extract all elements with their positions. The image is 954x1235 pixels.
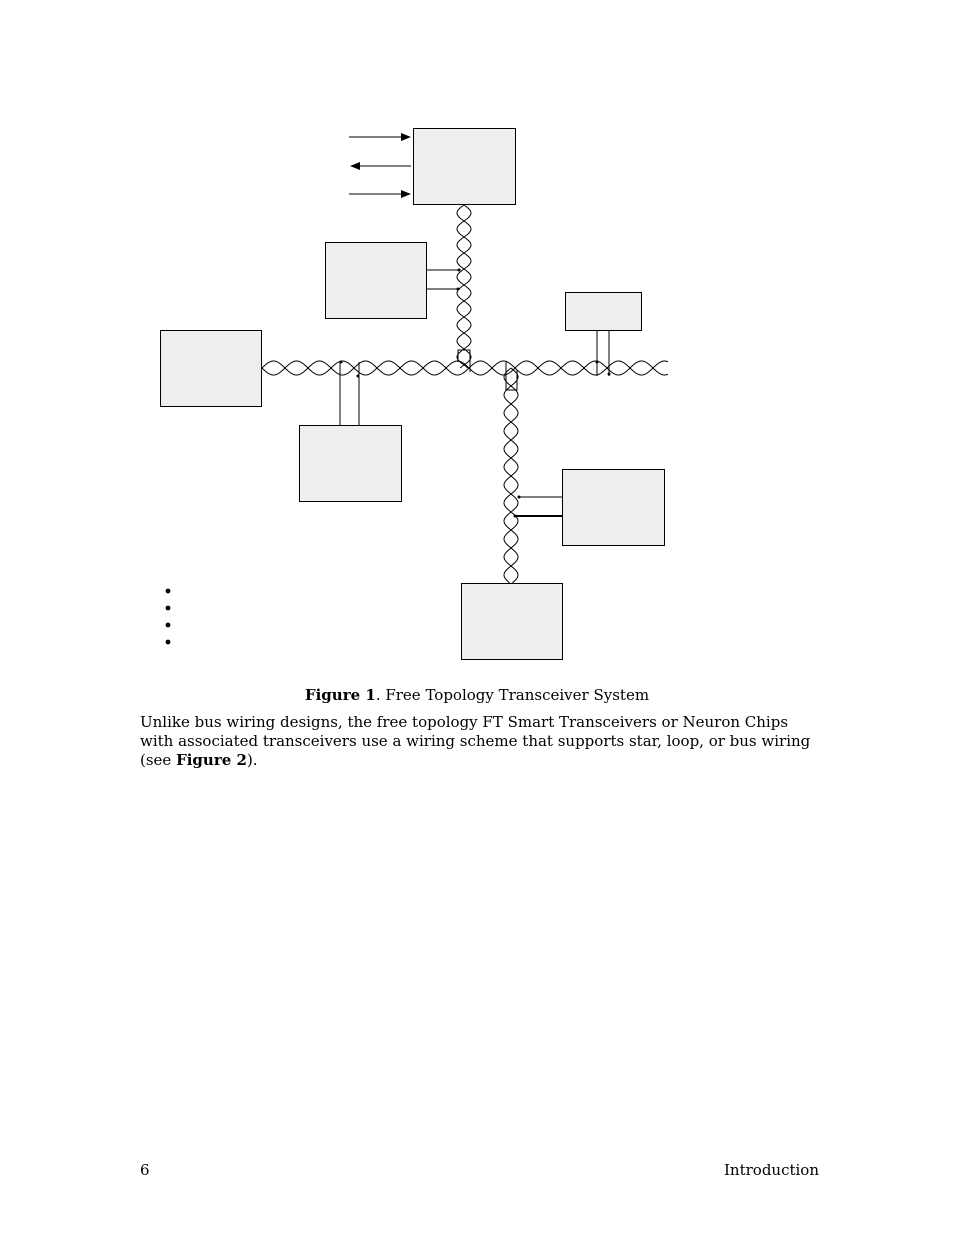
node-box-lower-left	[299, 425, 402, 502]
junction-lower	[505, 362, 518, 391]
node-box-bottom	[461, 583, 563, 660]
node-box-left	[160, 330, 262, 407]
paragraph-text: Unlike bus wiring designs, the free topo…	[140, 713, 811, 769]
page-number: 6	[140, 1161, 150, 1179]
upper-branch-cable-b	[456, 204, 472, 369]
main-bus-cable-a	[261, 360, 669, 376]
figure-caption: Figure 1. Free Topology Transceiver Syst…	[0, 686, 954, 704]
lower-branch-cable-b	[503, 367, 519, 584]
twisted-pair-wires	[261, 204, 669, 584]
upper-branch-cable-a	[456, 204, 472, 369]
footer-section-title: Introduction	[724, 1161, 819, 1179]
figure-reference: Figure 2	[176, 751, 247, 769]
node-box-right	[562, 469, 665, 546]
continuation-dots	[165, 588, 171, 645]
paragraph-end: ).	[246, 751, 258, 769]
junction-dots	[339, 268, 611, 518]
figure-caption-text: . Free Topology Transceiver System	[375, 686, 650, 704]
io-arrows	[349, 133, 411, 198]
figure-caption-label: Figure 1	[304, 686, 376, 704]
junction-top	[457, 349, 471, 372]
main-bus-cable-b	[261, 360, 669, 376]
device-boxes	[160, 128, 665, 660]
router-box-top	[413, 128, 516, 205]
node-box-small-right	[565, 292, 642, 331]
node-stubs	[339, 269, 610, 517]
node-box-upper-left	[325, 242, 427, 319]
body-paragraph: Unlike bus wiring designs, the free topo…	[140, 713, 820, 770]
free-topology-diagram	[160, 128, 669, 660]
